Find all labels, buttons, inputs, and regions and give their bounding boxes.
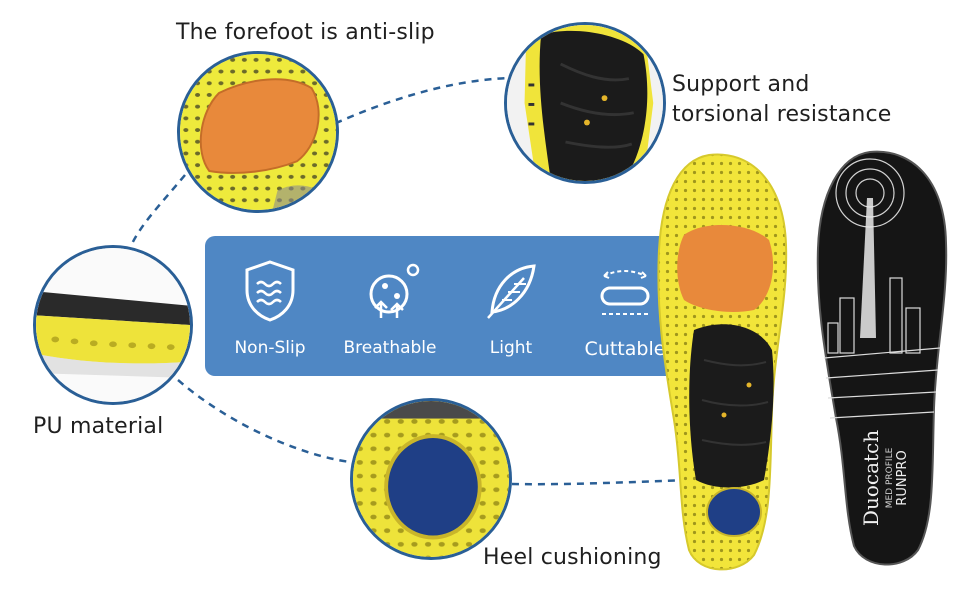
support-zoom-image	[504, 22, 666, 184]
feature-cuttable: Cuttable	[575, 256, 675, 360]
cut-line-icon	[590, 256, 660, 326]
feather-icon	[476, 256, 546, 326]
breathable-bubbles-icon	[355, 256, 425, 326]
feature-banner: Non-Slip Breathable Light	[205, 236, 685, 376]
feature-label-light: Light	[489, 338, 533, 358]
pu-material-zoom-image	[33, 245, 193, 405]
feature-label-cuttable: Cuttable	[584, 338, 666, 360]
yellow-insole-image	[654, 150, 789, 575]
callout-support: Support and torsional resistance	[672, 70, 892, 130]
feature-label-non-slip: Non-Slip	[234, 338, 306, 358]
forefoot-zoom-image	[177, 51, 339, 213]
feature-label-breathable: Breathable	[343, 338, 437, 358]
feature-non-slip: Non-Slip	[220, 256, 320, 358]
callout-forefoot: The forefoot is anti-slip	[176, 20, 435, 45]
callout-support-line1: Support and	[672, 72, 810, 97]
callout-pu-material: PU material	[33, 414, 164, 439]
callout-heel-cushioning: Heel cushioning	[483, 545, 662, 570]
feature-light: Light	[461, 256, 561, 358]
brand-line1: MED PROFILE	[885, 447, 895, 508]
heel-zoom-image	[350, 398, 512, 560]
brand-line2: RUNPRO	[895, 450, 910, 505]
shield-waves-icon	[235, 256, 305, 326]
callout-support-line2: torsional resistance	[672, 102, 892, 127]
black-insole-image: Duocatch MED PROFILE RUNPRO	[810, 148, 950, 568]
brand-name: Duocatch	[859, 430, 883, 526]
feature-breathable: Breathable	[340, 256, 440, 358]
